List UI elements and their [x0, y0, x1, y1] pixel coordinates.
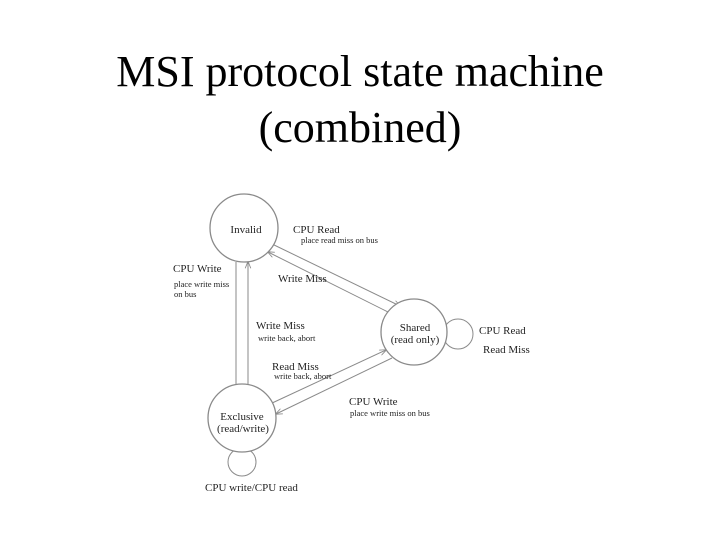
label-invalid-to-shared: CPU Read — [293, 224, 340, 236]
edge-labels: CPU Read place read miss on bus Write Mi… — [173, 224, 530, 494]
state-invalid-label: Invalid — [230, 224, 262, 236]
label-exclusive-self: CPU write/CPU read — [205, 482, 298, 494]
label-invalid-to-exclusive-action-1: place write miss — [174, 279, 229, 289]
label-invalid-to-exclusive-action-2: on bus — [174, 289, 196, 299]
label-exclusive-to-invalid-action: write back, abort — [258, 333, 316, 343]
state-shared-label-2: (read only) — [391, 334, 440, 346]
edge-exclusive-to-shared — [269, 350, 386, 405]
state-shared-circle — [380, 298, 448, 366]
edge-invalid-to-shared — [269, 242, 400, 306]
edge-lines — [236, 242, 400, 414]
label-exclusive-to-shared: Read Miss — [272, 361, 319, 373]
label-exclusive-to-shared-action: write back, abort — [274, 371, 332, 381]
state-shared-label-1: Shared — [400, 322, 431, 334]
label-invalid-to-exclusive: CPU Write — [173, 263, 222, 275]
label-shared-to-exclusive: CPU Write — [349, 396, 398, 408]
slide-title: MSI protocol state machine (combined) — [0, 44, 720, 156]
state-exclusive-label-2: (read/write) — [217, 423, 269, 435]
slide-title-line-1: MSI protocol state machine — [116, 47, 604, 96]
label-shared-to-invalid: Write Miss — [278, 273, 327, 285]
state-invalid: Invalid — [209, 193, 279, 263]
slide-title-line-2: (combined) — [258, 103, 462, 152]
state-exclusive-label-1: Exclusive — [220, 411, 263, 423]
label-shared-self-cpu-read: CPU Read — [479, 325, 526, 337]
label-invalid-to-shared-action: place read miss on bus — [301, 235, 378, 245]
state-shared: Shared (read only) — [380, 298, 448, 366]
label-shared-to-exclusive-action: place write miss on bus — [350, 408, 430, 418]
edge-shared-to-exclusive — [276, 357, 393, 414]
state-invalid-circle — [209, 193, 279, 263]
edge-shared-to-invalid — [268, 252, 397, 317]
state-exclusive-circle — [207, 383, 277, 453]
label-shared-self-read-miss: Read Miss — [483, 344, 530, 356]
label-exclusive-to-invalid: Write Miss — [256, 320, 305, 332]
state-exclusive: Exclusive (read/write) — [207, 383, 277, 453]
